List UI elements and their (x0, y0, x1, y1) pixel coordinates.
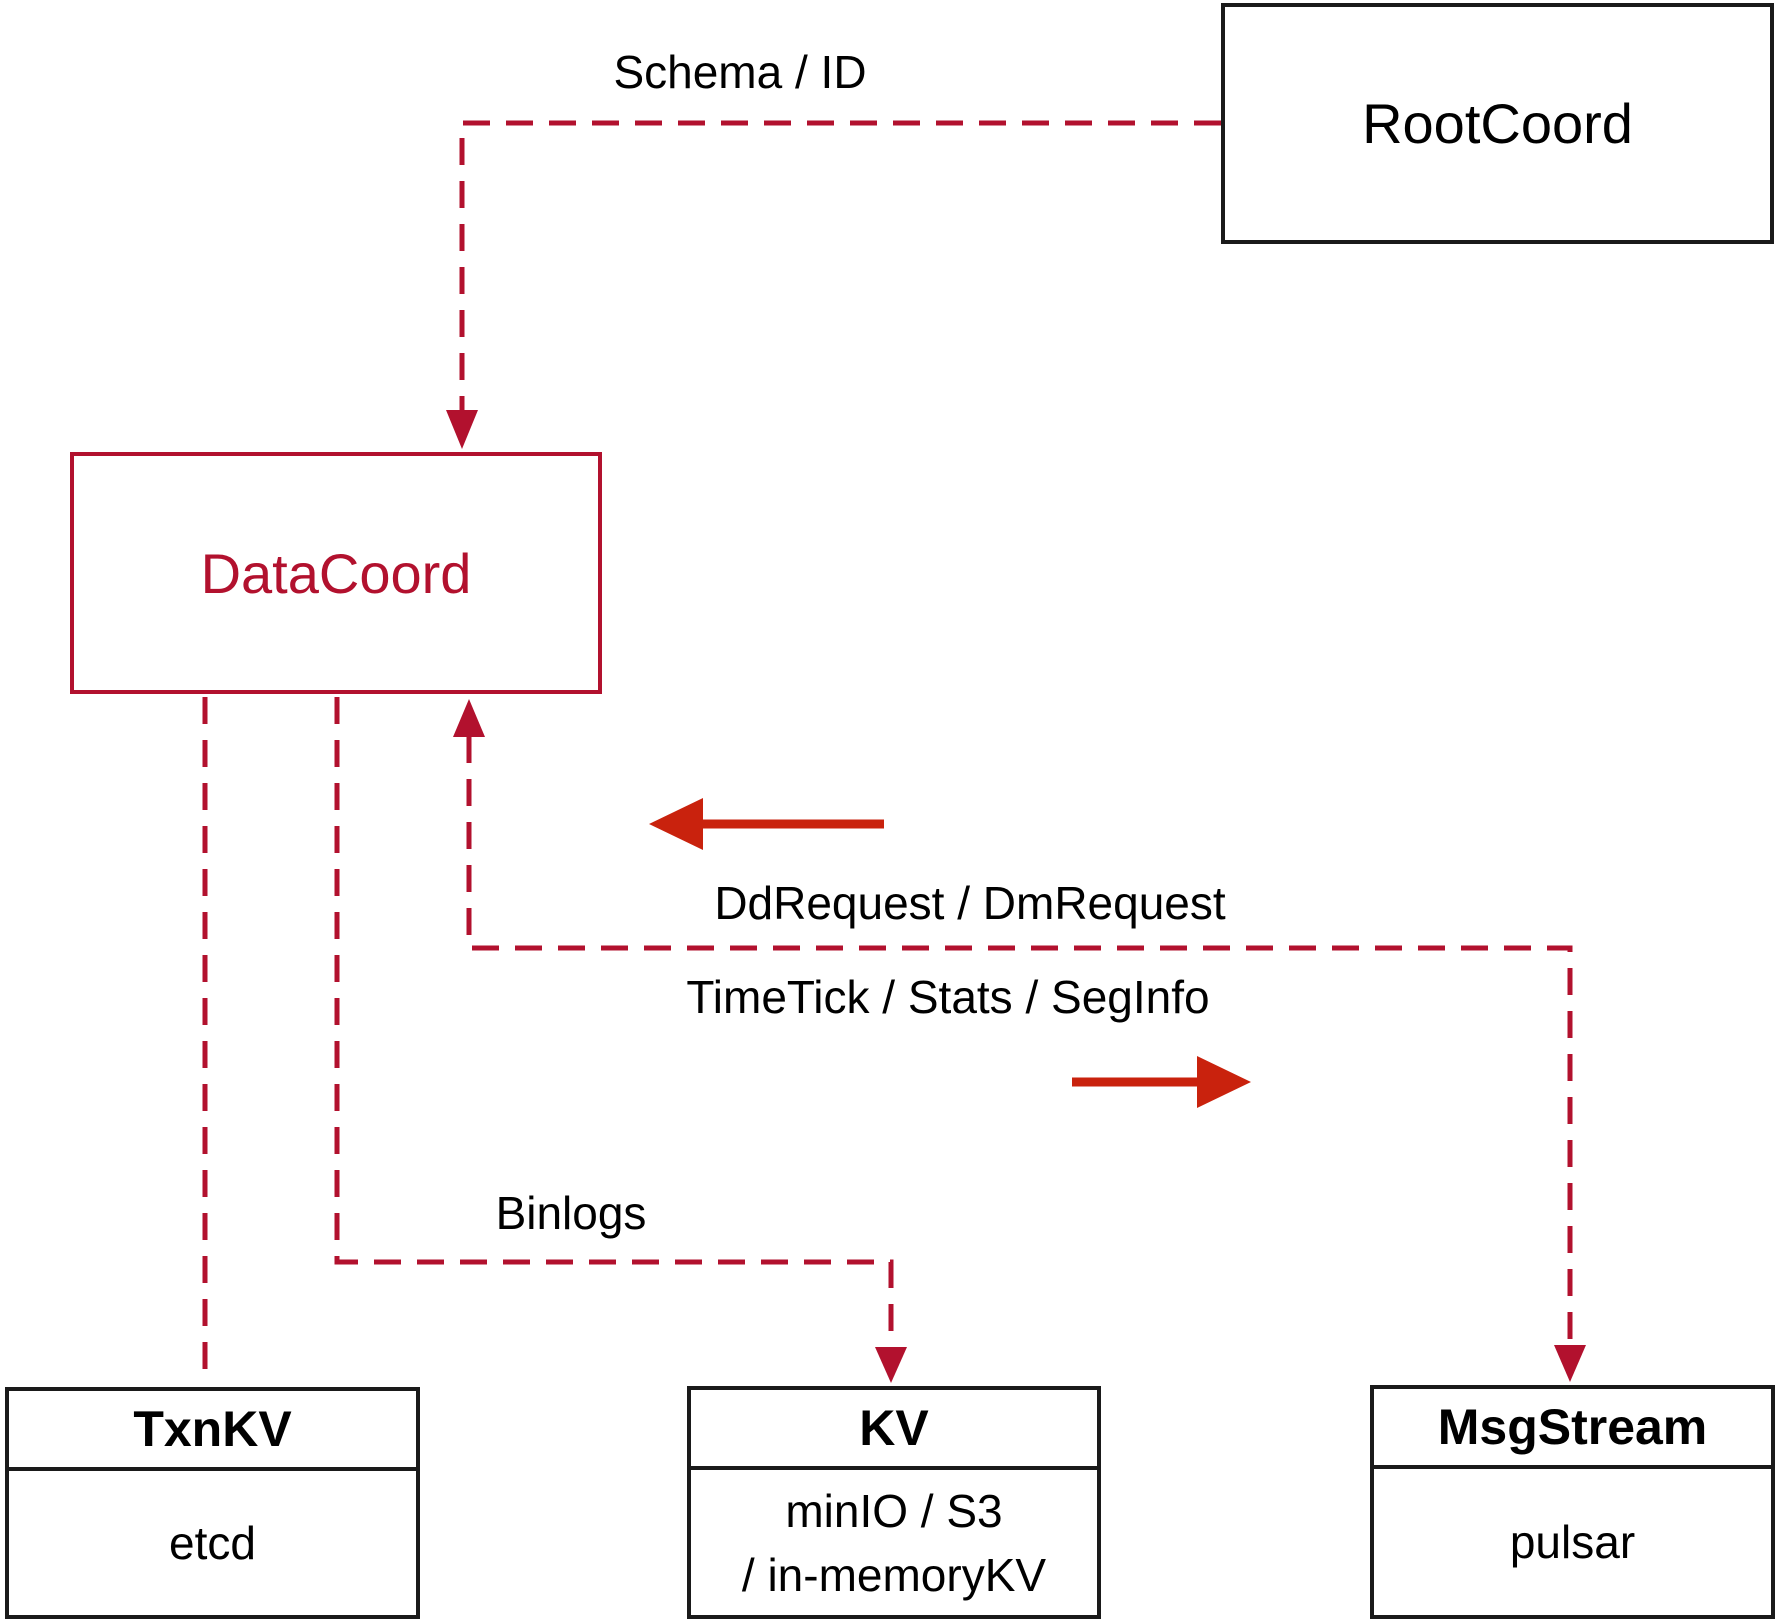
node-rootcoord: RootCoord (1221, 3, 1774, 244)
msgstream-datacoord-connector (453, 699, 1586, 1382)
txnkv-title: TxnKV (9, 1391, 416, 1471)
kv-content-line1: minIO / S3 (785, 1484, 1003, 1537)
msgstream-dashed-line (466, 736, 1573, 1348)
binlogs-connector (334, 697, 907, 1383)
arrowhead-into-datacoord-top-icon (446, 410, 478, 449)
msgstream-title: MsgStream (1374, 1389, 1771, 1469)
kv-content-line2: / in-memoryKV (741, 1548, 1047, 1601)
edge-label-ddrequest: DdRequest / DmRequest (714, 877, 1226, 929)
msgstream-content: pulsar (1509, 1516, 1636, 1568)
rootcoord-label: RootCoord (1362, 92, 1633, 155)
right-direction-arrow-icon (1072, 1056, 1251, 1108)
node-txnkv: TxnKV etcd (5, 1387, 420, 1619)
left-arrow-head (649, 798, 703, 850)
node-kv: KV minIO / S3 / in-memoryKV (687, 1386, 1101, 1619)
schema-id-dashed-line (459, 120, 1221, 414)
arrowhead-into-datacoord-bottom-icon (453, 699, 485, 737)
arrowhead-into-kv-top-icon (875, 1347, 907, 1383)
binlogs-dashed-line (334, 697, 894, 1350)
node-msgstream: MsgStream pulsar (1370, 1385, 1775, 1619)
arrowhead-into-msgstream-top-icon (1554, 1345, 1586, 1382)
datacoord-label: DataCoord (200, 541, 472, 605)
left-direction-arrow-icon (649, 798, 884, 850)
right-arrow-head (1197, 1056, 1251, 1108)
schema-id-connector (446, 120, 1221, 449)
edge-label-schema-id: Schema / ID (613, 46, 867, 98)
edge-label-timetick: TimeTick / Stats / SegInfo (686, 971, 1210, 1023)
node-datacoord: DataCoord (70, 452, 602, 694)
txnkv-content: etcd (169, 1517, 256, 1569)
edge-label-binlogs: Binlogs (495, 1187, 647, 1239)
kv-title: KV (691, 1390, 1097, 1470)
